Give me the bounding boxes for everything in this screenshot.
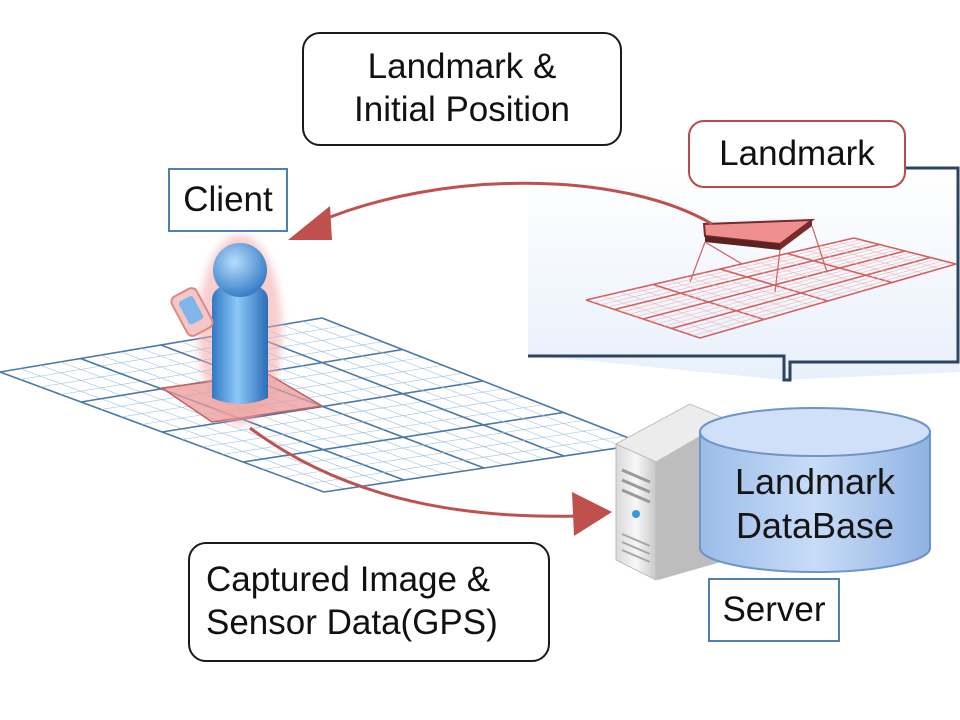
landmark-grid-minor-line xyxy=(837,241,941,269)
sensor-callout-line-2: Sensor Data(GPS) xyxy=(206,603,498,642)
landmark-callout-text: Landmark xyxy=(719,133,875,173)
callout-line-1: Landmark & xyxy=(367,47,557,87)
captured-image-sensor-callout: Captured Image & Sensor Data(GPS) xyxy=(188,542,550,662)
landmark-grid-major-line xyxy=(671,256,931,330)
landmark-grid-minor-line xyxy=(664,255,925,327)
landmark-map-grid xyxy=(585,237,957,339)
landmark-grid-minor-line xyxy=(692,262,950,336)
client-label-text: Client xyxy=(183,179,273,219)
landmark-grid-minor-line xyxy=(736,264,845,297)
sensor-callout-line-1: Captured Image & xyxy=(206,560,491,600)
client-grid-major-line xyxy=(241,330,565,457)
client-grid-major-line xyxy=(242,411,564,463)
client-grid-major-line xyxy=(321,317,645,445)
client-grid-minor-line xyxy=(202,396,524,448)
server-label-text: Server xyxy=(722,589,826,629)
callout-line-2: Initial Position xyxy=(354,90,570,129)
landmark-grid-minor-line xyxy=(678,258,937,332)
client-map-grid xyxy=(0,317,645,493)
landmark-grid-major-line xyxy=(853,237,957,265)
database-line-2: DataBase xyxy=(735,505,895,546)
landmark-grid-minor-line xyxy=(770,257,877,288)
landmark-grid-minor-line xyxy=(753,260,861,293)
database-label: Landmark DataBase xyxy=(712,454,918,554)
client-grid-minor-line xyxy=(261,327,585,454)
landmark-initial-position-callout: Landmark & Initial Position xyxy=(302,32,622,146)
database-line-1: Landmark xyxy=(734,461,896,503)
person-icon xyxy=(198,235,282,425)
client-grid-minor-line xyxy=(281,324,605,451)
landmark-grid-major-line xyxy=(699,263,957,339)
client-grid-major-line xyxy=(323,443,645,493)
landmark-zoom-panel xyxy=(528,164,960,382)
client-to-server-arrow xyxy=(249,426,612,536)
landmark-grid-major-line xyxy=(786,252,893,284)
client-label: Client xyxy=(168,168,288,232)
database-cylinder-icon xyxy=(699,407,931,573)
client-grid-minor-line xyxy=(303,435,624,485)
phone-icon xyxy=(170,287,214,337)
client-grid-minor-line xyxy=(283,427,604,478)
server-label: Server xyxy=(708,578,840,642)
landmark-block xyxy=(689,218,828,293)
landmark-grid-minor-line xyxy=(685,260,944,334)
landmark-grid-minor-line xyxy=(820,245,925,274)
landmark-callout: Landmark xyxy=(688,120,906,188)
client-grid-minor-line xyxy=(301,321,625,448)
landmark-grid-minor-line xyxy=(657,253,918,325)
landmark-grid-major-line xyxy=(642,250,906,320)
client-grid-minor-line xyxy=(182,388,504,440)
landmark-grid-minor-line xyxy=(650,252,912,322)
client-grid-minor-line xyxy=(263,420,584,470)
landmark-to-client-arrow xyxy=(288,181,713,240)
